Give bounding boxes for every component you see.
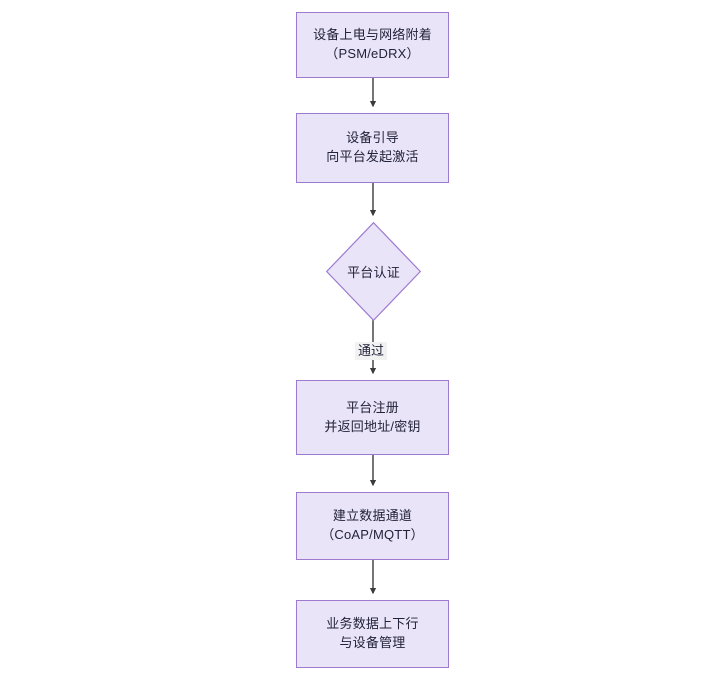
node-label-line1: 建立数据通道 [332, 508, 413, 524]
node-device-bootstrap[interactable]: 设备引导 向平台发起激活 [296, 113, 449, 183]
node-label-line1: 设备上电与网络附着 [313, 27, 432, 43]
node-label-line1: 平台注册 [346, 399, 399, 415]
node-platform-auth-decision[interactable]: 平台认证 [326, 222, 421, 321]
node-label-line2: （PSM/eDRX） [325, 46, 420, 61]
edge-label-pass: 通过 [355, 342, 388, 360]
node-label-line2: 向平台发起激活 [326, 149, 419, 164]
node-establish-data-channel[interactable]: 建立数据通道 （CoAP/MQTT） [296, 492, 449, 560]
node-platform-register[interactable]: 平台注册 并返回地址/密钥 [296, 380, 449, 455]
diamond-shape [326, 222, 421, 321]
node-label-line2: 并返回地址/密钥 [324, 418, 421, 434]
node-label-line2: （CoAP/MQTT） [321, 527, 424, 542]
node-label-line1: 设备引导 [346, 130, 399, 146]
node-device-power-on[interactable]: 设备上电与网络附着 （PSM/eDRX） [296, 12, 449, 78]
node-label-line1: 平台认证 [347, 265, 400, 280]
node-label-line1: 业务数据上下行 [326, 616, 419, 632]
node-label-line2: 与设备管理 [339, 635, 406, 650]
node-business-data-and-device-mgmt[interactable]: 业务数据上下行 与设备管理 [296, 600, 449, 668]
